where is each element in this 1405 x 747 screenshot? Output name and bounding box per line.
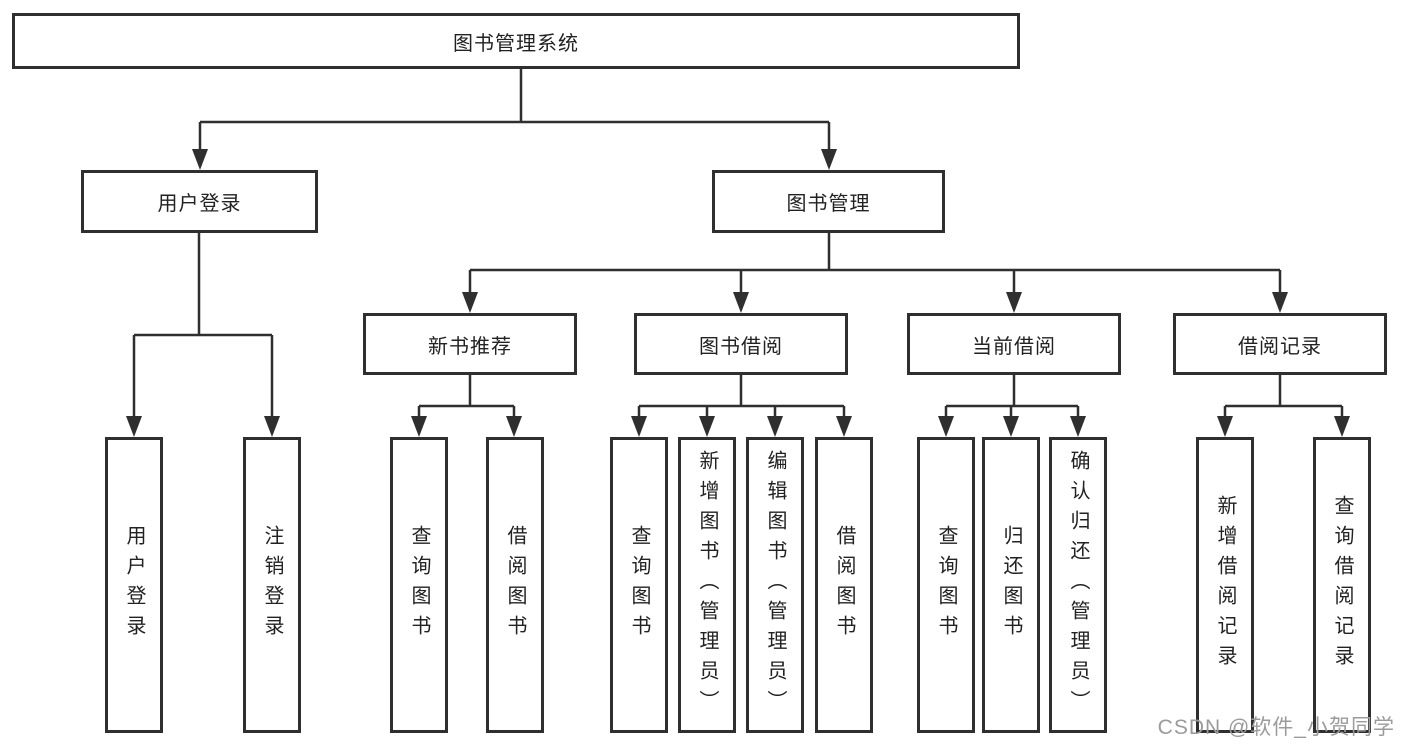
- leaf-label: 确认归还（管理员）: [1067, 450, 1089, 720]
- leaf-label: 新增图书（管理员）: [696, 450, 718, 720]
- leaf-label: 新增借阅记录: [1214, 495, 1236, 675]
- node-label: 图书管理系统: [453, 32, 579, 55]
- leaf-newrec-borrow-books: 借阅图书: [486, 437, 544, 733]
- leaf-label: 借阅图书: [504, 525, 526, 645]
- leaf-label: 借阅图书: [833, 525, 855, 645]
- leaf-borrow-borrow-books: 借阅图书: [815, 437, 873, 733]
- node-label: 当前借阅: [972, 335, 1056, 358]
- csdn-watermark: CSDN @软件_小贺同学: [1157, 716, 1395, 739]
- leaf-label: 查询图书: [935, 525, 957, 645]
- node-book-management: 图书管理: [712, 170, 945, 233]
- leaf-label: 注销登录: [261, 525, 283, 645]
- leaf-newrec-query-books: 查询图书: [390, 437, 448, 733]
- node-current-borrow: 当前借阅: [907, 313, 1121, 375]
- arrowheads: [126, 149, 1350, 437]
- node-user-login: 用户登录: [81, 170, 318, 233]
- node-label: 图书借阅: [699, 335, 783, 358]
- leaf-user-login: 用户登录: [105, 437, 163, 733]
- node-borrow-records: 借阅记录: [1173, 313, 1387, 375]
- leaf-label: 查询图书: [408, 525, 430, 645]
- leaf-logout: 注销登录: [243, 437, 301, 733]
- leaf-label: 查询借阅记录: [1331, 495, 1353, 675]
- leaf-label: 查询图书: [628, 525, 650, 645]
- leaf-label: 编辑图书（管理员）: [764, 450, 786, 720]
- node-label: 用户登录: [157, 193, 242, 215]
- leaf-current-return-books: 归还图书: [982, 437, 1040, 733]
- node-book-borrow: 图书借阅: [634, 313, 848, 375]
- node-label: 图书管理: [786, 193, 871, 215]
- leaf-label: 用户登录: [123, 525, 145, 645]
- node-library-management-system: 图书管理系统: [12, 13, 1020, 69]
- leaf-borrow-edit-books-admin: 编辑图书（管理员）: [746, 437, 804, 733]
- node-new-book-recommend: 新书推荐: [363, 313, 577, 375]
- leaf-records-add-record: 新增借阅记录: [1196, 437, 1254, 733]
- leaf-borrow-query-books: 查询图书: [610, 437, 668, 733]
- node-label: 借阅记录: [1238, 335, 1322, 358]
- connector-paths: [132, 68, 1344, 419]
- leaf-current-confirm-return-admin: 确认归还（管理员）: [1049, 437, 1107, 733]
- leaf-records-query-record: 查询借阅记录: [1313, 437, 1371, 733]
- node-label: 新书推荐: [428, 335, 512, 358]
- leaf-current-query-books: 查询图书: [917, 437, 975, 733]
- leaf-label: 归还图书: [1000, 525, 1022, 645]
- leaf-borrow-add-books-admin: 新增图书（管理员）: [678, 437, 736, 733]
